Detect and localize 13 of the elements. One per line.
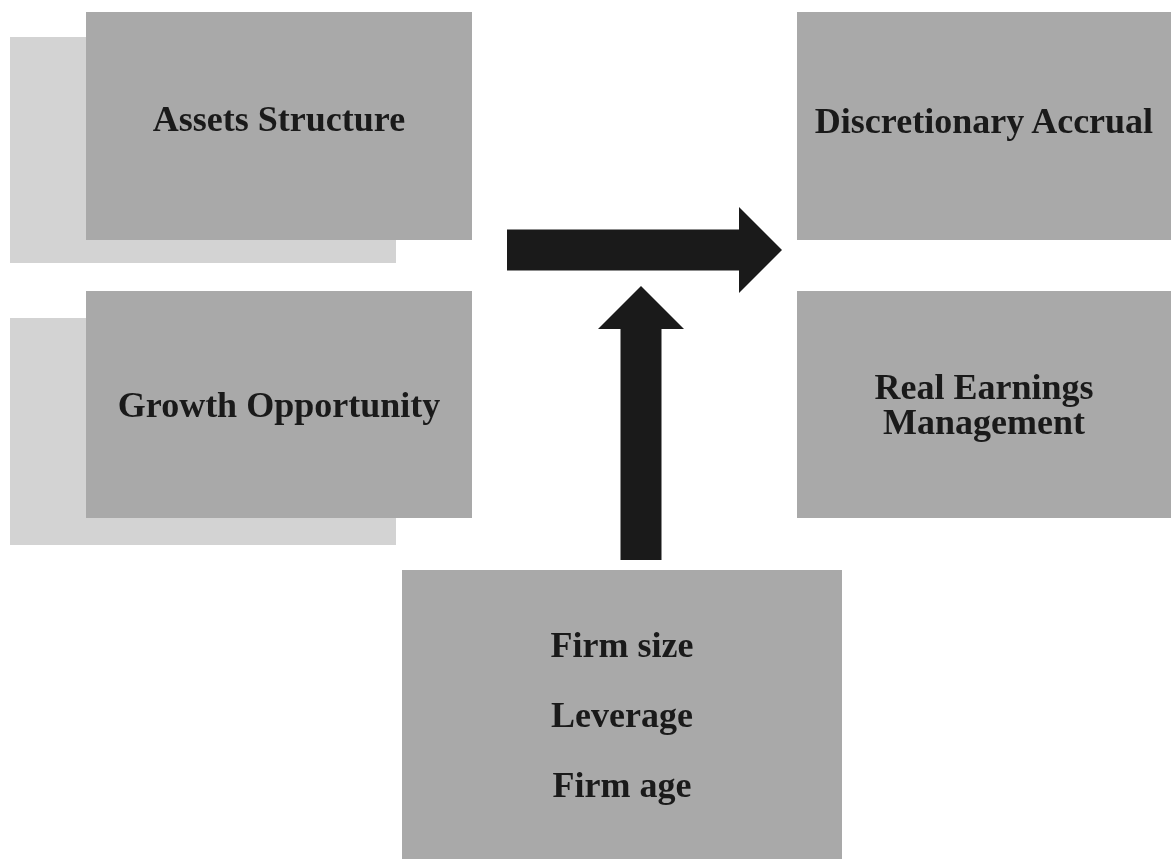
node-label: Assets Structure [152, 101, 406, 137]
node-label: Growth Opportunity [117, 386, 441, 423]
variable-box [86, 291, 472, 518]
control-variables-box [402, 570, 842, 859]
node-label: Discretionary Accrual [814, 103, 1154, 139]
node-label: Leverage [551, 696, 693, 733]
block-arrow [598, 286, 684, 560]
variable-box [86, 12, 472, 240]
variable-box [797, 291, 1171, 518]
node-label: Firm age [552, 766, 692, 803]
variable-box [797, 12, 1171, 240]
block-arrow [507, 207, 782, 293]
node-label: Firm size [550, 626, 694, 663]
